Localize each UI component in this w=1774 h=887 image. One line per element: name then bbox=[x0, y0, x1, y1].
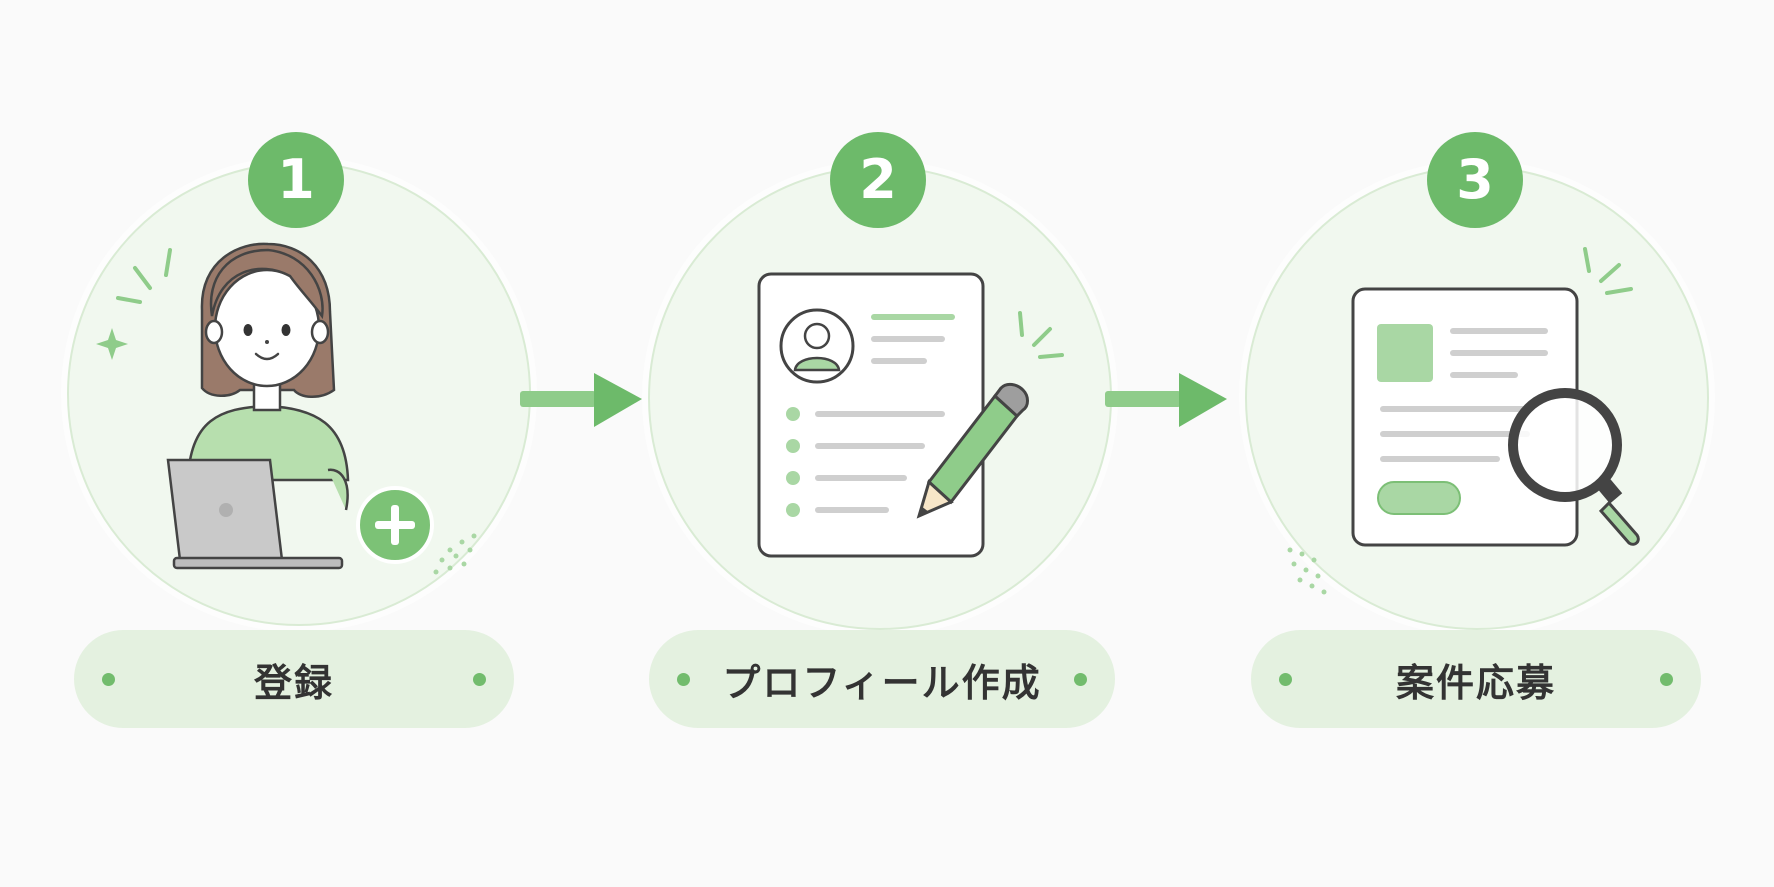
step-1-label: 登録 bbox=[253, 660, 334, 705]
step-3: 3 案件応募 bbox=[1215, 0, 1735, 887]
step-3-label: 案件応募 bbox=[1395, 660, 1556, 705]
pencil-icon bbox=[916, 382, 1029, 519]
pill-dot-left bbox=[102, 673, 115, 686]
step-2-label: プロフィール作成 bbox=[722, 660, 1042, 705]
pill-dot-right bbox=[1660, 673, 1673, 686]
sparkle-lines-3 bbox=[1583, 247, 1633, 295]
step-2: 2 プロフィール作成 bbox=[615, 0, 1135, 887]
sparkle-lines-2 bbox=[1018, 311, 1064, 359]
arrow-right-icon bbox=[520, 373, 642, 427]
step-2-label-pill: プロフィール作成 bbox=[649, 630, 1115, 728]
step-1-number-badge: 1 bbox=[248, 132, 344, 228]
plus-badge-icon bbox=[356, 486, 434, 564]
dots-decoration bbox=[1287, 547, 1327, 595]
step-1-label-pill: 登録 bbox=[74, 630, 514, 728]
pill-dot-right bbox=[1074, 673, 1087, 686]
arrow-right-icon bbox=[1105, 373, 1227, 427]
pill-dot-left bbox=[1279, 673, 1292, 686]
step-2-number-badge: 2 bbox=[830, 132, 926, 228]
woman-with-laptop-icon bbox=[96, 242, 477, 575]
magnifier-icon bbox=[1508, 388, 1640, 546]
pill-dot-right bbox=[473, 673, 486, 686]
step-3-label-pill: 案件応募 bbox=[1251, 630, 1701, 728]
step-3-number-badge: 3 bbox=[1427, 132, 1523, 228]
step-1: 1 登録 bbox=[30, 0, 550, 887]
pill-dot-left bbox=[677, 673, 690, 686]
